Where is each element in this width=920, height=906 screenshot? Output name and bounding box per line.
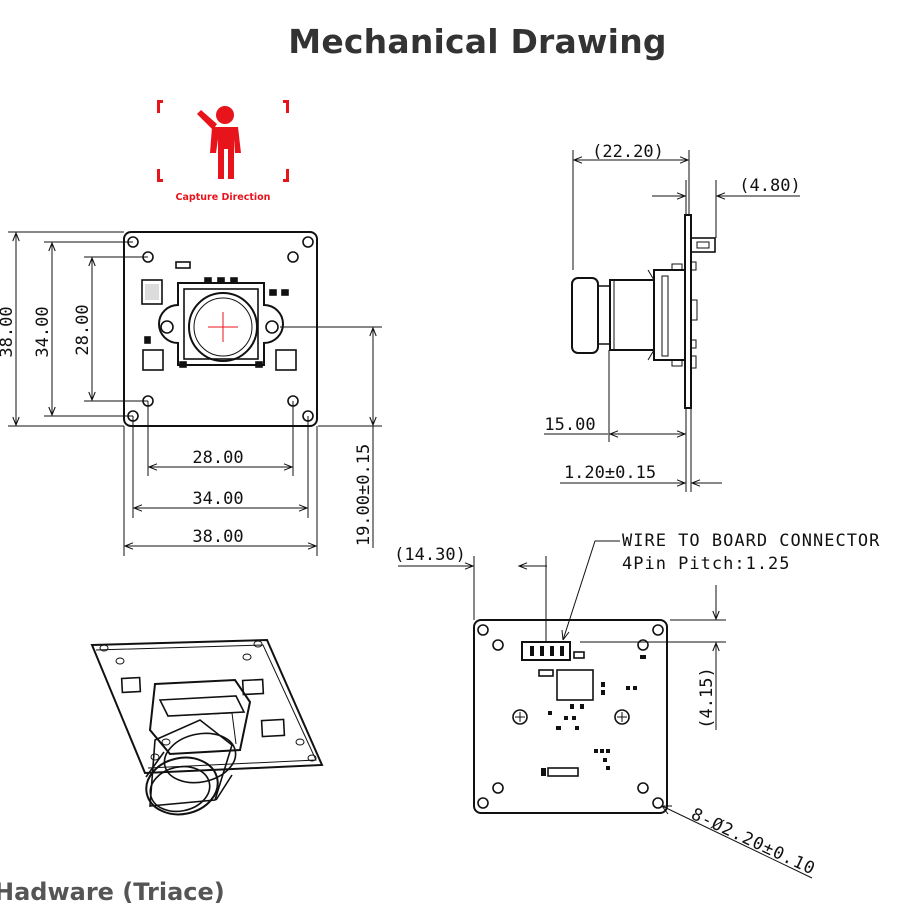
iso-lens (145, 756, 219, 816)
lens-holder (158, 282, 284, 366)
front-view: 38.00 34.00 28.00 28.00 34.00 38.00 19.0… (0, 231, 382, 556)
back-mounting-holes (477, 624, 664, 809)
holes-note: 8-Ø2.20±0.10 (688, 804, 819, 879)
front-components (141, 261, 297, 371)
isometric-view (90, 638, 324, 816)
back-board-outline (473, 619, 668, 814)
capture-direction-icon: Capture Direction (157, 100, 289, 203)
side-view: (22.20) (4.80) 15.00 1.20±0.15 (544, 142, 801, 492)
dim-board-thickness: 1.20±0.15 (564, 463, 656, 483)
dim-height-mid: 34.00 (33, 306, 53, 357)
iso-board (90, 638, 324, 775)
front-board-outline (123, 231, 318, 427)
connector-label-line1: WIRE TO BOARD CONNECTOR (622, 531, 880, 551)
dim-height-inner: 28.00 (73, 304, 93, 355)
page-title: Mechanical Drawing (288, 22, 667, 61)
dim-connector-depth: (4.80) (739, 176, 800, 196)
back-view: WIRE TO BOARD CONNECTOR 4Pin Pitch:1.25 … (394, 531, 880, 880)
dim-height-outer: 38.00 (0, 306, 17, 357)
section-heading-hardware: Hadware (Triace) (0, 878, 225, 906)
dim-width-inner: 28.00 (192, 448, 243, 468)
dim-connector-offset-x: (14.30) (394, 545, 466, 565)
dim-lens-offset: 15.00 (544, 415, 595, 435)
dim-center-height: 19.00±0.15 (354, 444, 374, 546)
side-lens (571, 277, 599, 354)
dim-width-outer: 38.00 (192, 527, 243, 547)
dim-connector-offset-y: (4.15) (697, 667, 717, 728)
front-mounting-holes (127, 236, 314, 422)
capture-direction-label: Capture Direction (176, 192, 271, 203)
lens (188, 292, 258, 362)
connector-label-line2: 4Pin Pitch:1.25 (622, 554, 791, 574)
dim-lens-depth: (22.20) (592, 142, 664, 162)
dim-width-mid: 34.00 (192, 489, 243, 509)
